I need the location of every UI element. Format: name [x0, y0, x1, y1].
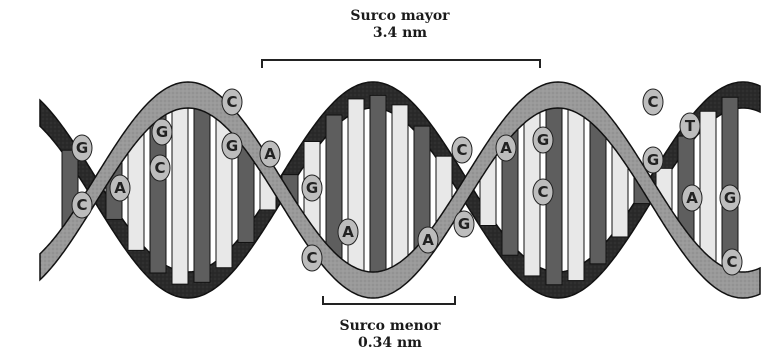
base-letter-c: C — [76, 196, 87, 214]
base-letter-c: C — [647, 93, 658, 111]
base-letter-g: G — [226, 137, 238, 155]
base-letter-a: A — [422, 231, 434, 249]
base-letter-a: A — [342, 223, 354, 241]
minor-groove-value: 0.34 nm — [290, 335, 490, 352]
base-letter-c: C — [306, 249, 317, 267]
base-letter-a: A — [264, 145, 276, 163]
major-groove-title: Surco mayor — [300, 8, 500, 25]
base-letter-a: A — [500, 139, 512, 157]
base-letter-g: G — [306, 179, 318, 197]
base-pair-rung — [392, 105, 408, 275]
base-letter-c: C — [154, 159, 165, 177]
minor-groove-label: Surco menor 0.34 nm — [290, 318, 490, 352]
base-pair-rung — [370, 95, 386, 284]
base-pair-rung — [568, 99, 584, 280]
base-pair-rung — [700, 111, 716, 269]
major-groove-label: Surco mayor 3.4 nm — [300, 8, 500, 42]
base-letter-t: T — [685, 117, 696, 135]
base-letter-c: C — [726, 253, 737, 271]
base-pair-rung — [326, 115, 342, 265]
base-pair-rung — [194, 98, 210, 283]
base-letter-c: C — [456, 141, 467, 159]
base-pair-rung — [172, 96, 188, 284]
minor-groove-bracket — [323, 296, 455, 304]
base-pair-rung — [590, 116, 606, 264]
base-letter-a: A — [686, 189, 698, 207]
major-groove-value: 3.4 nm — [300, 25, 500, 42]
base-letter-g: G — [156, 123, 168, 141]
minor-groove-title: Surco menor — [290, 318, 490, 335]
base-letter-g: G — [76, 139, 88, 157]
base-letter-g: G — [724, 189, 736, 207]
base-letter-a: A — [114, 179, 126, 197]
base-letter-c: C — [537, 183, 548, 201]
base-letter-g: G — [537, 131, 549, 149]
base-letter-g: G — [647, 151, 659, 169]
base-pair-rung — [348, 99, 364, 281]
major-groove-bracket — [262, 60, 540, 68]
base-letter-g: G — [458, 215, 470, 233]
base-letter-c: C — [226, 93, 237, 111]
